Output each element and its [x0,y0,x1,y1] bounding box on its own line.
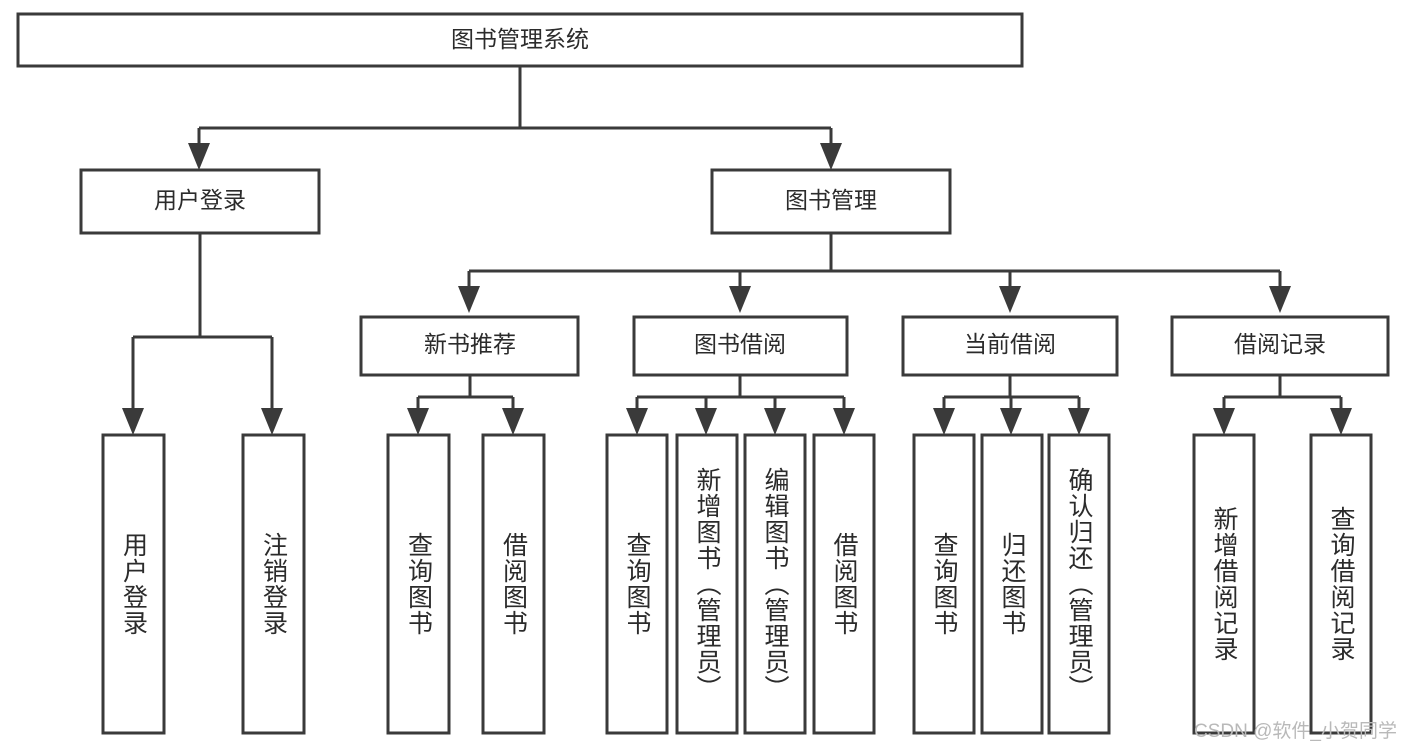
leaf-box-current-borrow-2[interactable] [1047,433,1111,735]
connector-borrow-record-to-leaves [1213,375,1352,435]
current-borrow-label: 当前借阅 [964,331,1056,357]
root-box[interactable] [16,12,1024,68]
arrow-head-icon [188,143,210,170]
node-user-login[interactable]: 用户登录 [79,168,321,235]
leaf-box-book-borrow-2[interactable] [743,433,807,735]
arrow-head-icon [695,408,717,435]
connector-current-borrow-to-leaves [933,375,1090,435]
leaf-box-current-borrow-1[interactable] [980,433,1044,735]
user-login-box[interactable] [79,168,321,235]
leaf-box-user-login-0[interactable] [101,433,166,735]
arrow-head-icon [999,286,1021,313]
node-book-borrow[interactable]: 图书借阅 [632,315,849,377]
arrow-head-icon [1269,286,1291,313]
arrow-head-icon [933,408,955,435]
arrow-head-icon [1068,408,1090,435]
node-book-management[interactable]: 图书管理 [710,168,952,235]
leaf-box-new-book-1[interactable] [481,433,546,735]
connector-user-login-to-leaves [122,233,283,435]
arrow-head-icon [261,408,283,435]
arrow-head-icon [502,408,524,435]
leaf-box-new-book-0[interactable] [386,433,451,735]
new-book-recommend-box[interactable] [359,315,580,377]
node-root[interactable]: 图书管理系统 [16,12,1024,68]
arrow-head-icon [1213,408,1235,435]
arrow-head-icon [122,408,144,435]
arrow-head-icon [458,286,480,313]
arrow-head-icon [1330,408,1352,435]
book-management-label: 图书管理 [785,187,877,213]
book-borrow-label: 图书借阅 [694,331,786,357]
leaf-box-book-borrow-3[interactable] [812,433,876,735]
arrow-head-icon [1000,408,1022,435]
current-borrow-box[interactable] [901,315,1119,377]
arrow-head-icon [626,408,648,435]
leaf-box-current-borrow-0[interactable] [912,433,976,735]
root-label: 图书管理系统 [451,26,589,52]
user-login-label: 用户登录 [154,187,246,213]
watermark-text: CSDN @软件_小贺同学 [1194,721,1397,742]
connector-book-borrow-to-leaves [626,375,855,435]
leaf-box-borrow-record-1[interactable] [1309,433,1373,735]
borrow-record-label: 借阅记录 [1234,331,1326,357]
node-borrow-record[interactable]: 借阅记录 [1170,315,1390,377]
node-new-book-recommend[interactable]: 新书推荐 [359,315,580,377]
connector-root-to-level2 [188,66,842,170]
leaf-box-book-borrow-1[interactable] [675,433,739,735]
node-current-borrow[interactable]: 当前借阅 [901,315,1119,377]
connector-book-management-to-level3 [458,233,1291,313]
leaf-box-user-login-1[interactable] [241,433,306,735]
leaf-box-borrow-record-0[interactable] [1192,433,1256,735]
arrow-head-icon [833,408,855,435]
new-book-recommend-label: 新书推荐 [424,331,516,357]
arrow-head-icon [729,286,751,313]
leaf-box-book-borrow-0[interactable] [605,433,669,735]
arrow-head-icon [407,408,429,435]
arrow-head-icon [764,408,786,435]
connector-new-book-recommend-to-leaves [407,375,524,435]
arrow-head-icon [820,143,842,170]
